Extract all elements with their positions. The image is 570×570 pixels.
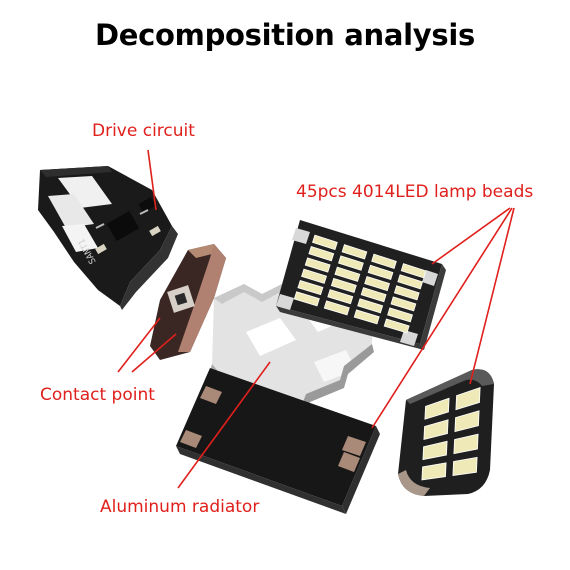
- main-led-bead: [371, 253, 397, 269]
- side-led-bead: [421, 462, 447, 481]
- leader-contact-2: [131, 333, 177, 373]
- leader-lines: [117, 149, 515, 489]
- leader-contact-1: [117, 317, 161, 373]
- main-led-bead: [312, 234, 338, 251]
- side-led-array: [421, 386, 481, 481]
- main-led-bead: [387, 307, 413, 323]
- side-led-bead: [454, 410, 480, 433]
- main-led-array: [293, 234, 427, 334]
- main-led-bead: [341, 244, 368, 260]
- side-led-bead: [452, 456, 478, 477]
- side-led-bead: [424, 397, 450, 420]
- main-led-bead: [334, 266, 361, 282]
- leader-beads-1: [431, 207, 511, 265]
- main-led-bead: [390, 296, 417, 312]
- drive-circuit-board: [38, 166, 178, 310]
- contact-plate: [150, 244, 226, 360]
- main-led-bead: [400, 263, 427, 279]
- side-led-bead: [422, 440, 448, 461]
- leader-aluminum: [177, 361, 271, 489]
- main-led-bead: [360, 287, 387, 303]
- label-contact-point: Contact point: [40, 385, 155, 405]
- main-led-bead: [393, 285, 420, 301]
- back-pcb: [176, 368, 380, 514]
- main-led-bead: [293, 291, 320, 307]
- label-drive-circuit: Drive circuit: [92, 121, 195, 141]
- main-led-bead: [353, 309, 380, 325]
- diagram-title: Decomposition analysis: [95, 18, 475, 52]
- label-led-lamp-beads: 45pcs 4014LED lamp beads: [296, 182, 534, 202]
- leader-drive-circuit: [147, 149, 157, 211]
- main-led-bead: [323, 300, 350, 316]
- main-led-bead: [397, 274, 424, 290]
- main-led-bead: [304, 257, 331, 273]
- main-led-bead: [330, 277, 357, 294]
- main-led-bead: [327, 289, 354, 305]
- main-led-bead: [301, 268, 328, 284]
- side-led-bead: [455, 386, 481, 411]
- main-led-bead: [297, 279, 324, 296]
- label-aluminum-radiator: Aluminum radiator: [100, 497, 260, 517]
- main-led-bead: [364, 275, 390, 292]
- leader-beads-2: [371, 207, 513, 429]
- side-led-bead: [423, 419, 449, 440]
- leader-beads-3: [469, 207, 515, 385]
- side-led-bead: [453, 433, 479, 455]
- main-led-bead: [308, 245, 335, 262]
- main-led-bead: [338, 255, 364, 271]
- main-led-bead: [367, 264, 394, 281]
- main-led-bead: [357, 298, 384, 314]
- main-led-bead: [383, 318, 410, 334]
